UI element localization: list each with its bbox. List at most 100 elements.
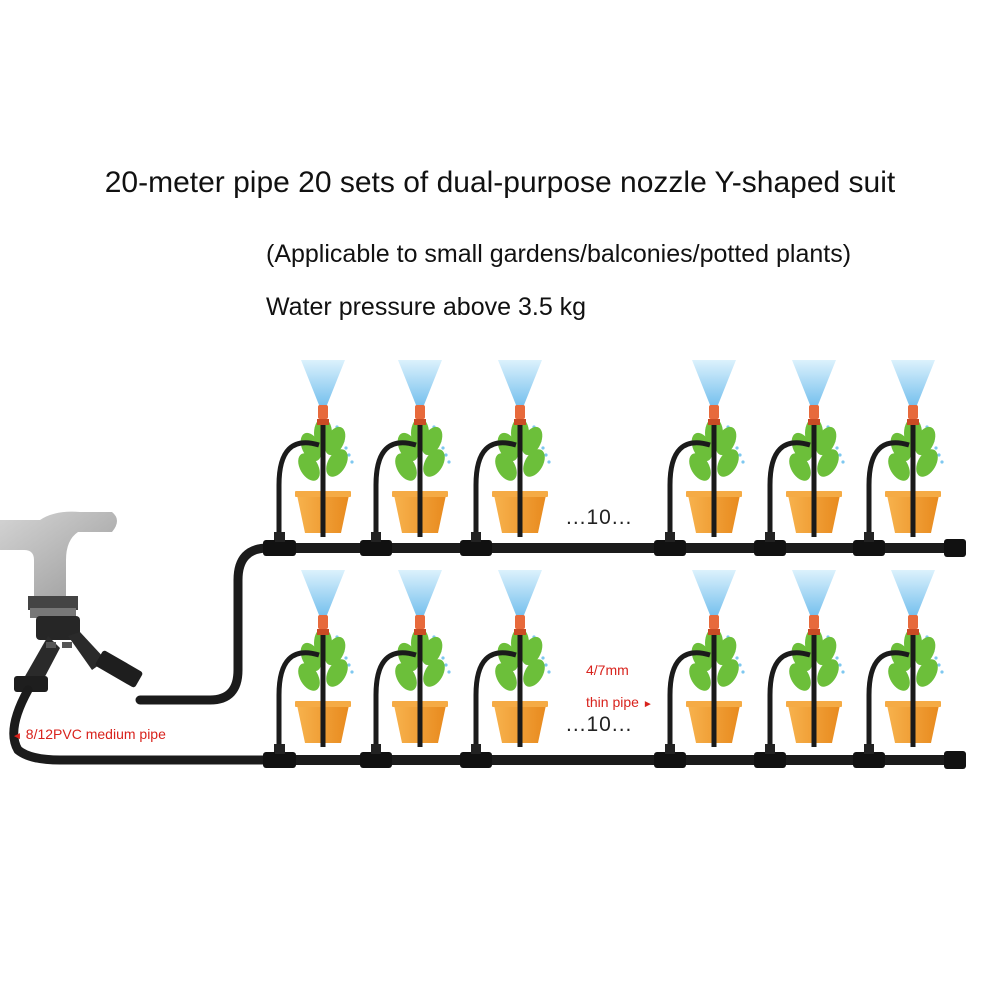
emitter-unit — [373, 360, 451, 537]
thin-pipe-size-label: 4/7mm — [586, 662, 629, 678]
faucet — [0, 511, 117, 618]
nozzle — [515, 615, 525, 629]
nozzle — [415, 405, 425, 419]
mist-spray — [792, 360, 836, 410]
emitter-unit — [667, 570, 745, 747]
mist-spray — [692, 360, 736, 410]
mist-spray — [301, 360, 345, 410]
emitter-unit — [473, 360, 551, 537]
nozzle-collar — [907, 629, 919, 635]
emitter-unit — [373, 570, 451, 747]
tee-branch — [665, 532, 675, 542]
mist-spray — [891, 570, 935, 620]
nozzle — [515, 405, 525, 419]
droplet — [934, 446, 938, 450]
leaf — [717, 449, 739, 477]
mist-spray — [891, 360, 935, 410]
droplet — [940, 670, 944, 674]
thin-pipe — [276, 650, 320, 747]
droplet — [447, 460, 451, 464]
nozzle-collar — [317, 629, 329, 635]
nozzle — [809, 615, 819, 629]
nozzle-collar — [708, 419, 720, 425]
tee-connector — [264, 540, 296, 556]
bottom-row-count: ...10... — [566, 713, 633, 736]
droplet — [838, 663, 842, 667]
mist-spray — [301, 570, 345, 620]
nozzle-collar — [514, 419, 526, 425]
droplet — [444, 453, 448, 457]
nozzle-collar — [414, 419, 426, 425]
leaf — [817, 449, 839, 477]
droplet — [544, 663, 548, 667]
y-splitter — [14, 616, 143, 692]
top-row-emitters — [263, 360, 966, 557]
droplet — [835, 446, 839, 450]
leaf — [817, 659, 839, 687]
thin-pipe — [866, 650, 910, 747]
tee-branch — [665, 744, 675, 754]
stake — [910, 413, 916, 537]
thin-pipe — [767, 440, 811, 537]
arrow-right-icon: ► — [642, 699, 653, 710]
droplet — [547, 460, 551, 464]
tee-branch — [864, 744, 874, 754]
droplet — [344, 656, 348, 660]
emitter-unit — [276, 570, 354, 747]
thin-pipe — [373, 650, 417, 747]
nozzle — [415, 615, 425, 629]
emitter-unit — [866, 570, 944, 747]
nozzle — [908, 615, 918, 629]
droplet — [347, 453, 351, 457]
page-title: 20-meter pipe 20 sets of dual-purpose no… — [104, 166, 896, 199]
end-cap — [944, 539, 966, 557]
droplet — [940, 460, 944, 464]
mist-spray — [398, 570, 442, 620]
stake — [711, 623, 717, 747]
tee-connector — [853, 540, 885, 556]
nozzle — [318, 405, 328, 419]
tee-branch — [275, 744, 285, 754]
droplet — [735, 656, 739, 660]
bottom-row-emitters — [263, 570, 966, 769]
stake — [711, 413, 717, 537]
nozzle — [709, 405, 719, 419]
droplet — [350, 460, 354, 464]
droplet — [741, 670, 745, 674]
tee-branch — [765, 532, 775, 542]
droplet — [544, 453, 548, 457]
thin-pipe — [866, 440, 910, 537]
tee-connector — [654, 752, 686, 768]
mist-spray — [398, 360, 442, 410]
mist-spray — [498, 570, 542, 620]
droplet — [738, 453, 742, 457]
droplet — [447, 670, 451, 674]
stake — [910, 623, 916, 747]
thin-pipe — [473, 440, 517, 537]
top-row-count: ...10... — [566, 506, 633, 529]
thin-pipe — [473, 650, 517, 747]
droplet — [835, 656, 839, 660]
droplet — [541, 446, 545, 450]
leaf — [717, 659, 739, 687]
medium-pipe — [9, 543, 277, 765]
leaf — [326, 449, 348, 477]
nozzle — [318, 615, 328, 629]
tee-branch — [371, 744, 381, 754]
leaf — [916, 659, 938, 687]
leaf — [326, 659, 348, 687]
droplet — [441, 446, 445, 450]
droplet — [738, 663, 742, 667]
emitter-unit — [767, 360, 845, 537]
mist-spray — [792, 570, 836, 620]
tee-connector — [264, 752, 296, 768]
stake — [517, 413, 523, 537]
leaf — [423, 449, 445, 477]
droplet — [735, 446, 739, 450]
emitter-unit — [667, 360, 745, 537]
droplet — [444, 663, 448, 667]
droplet — [547, 670, 551, 674]
droplet — [347, 663, 351, 667]
thin-pipe — [667, 650, 711, 747]
